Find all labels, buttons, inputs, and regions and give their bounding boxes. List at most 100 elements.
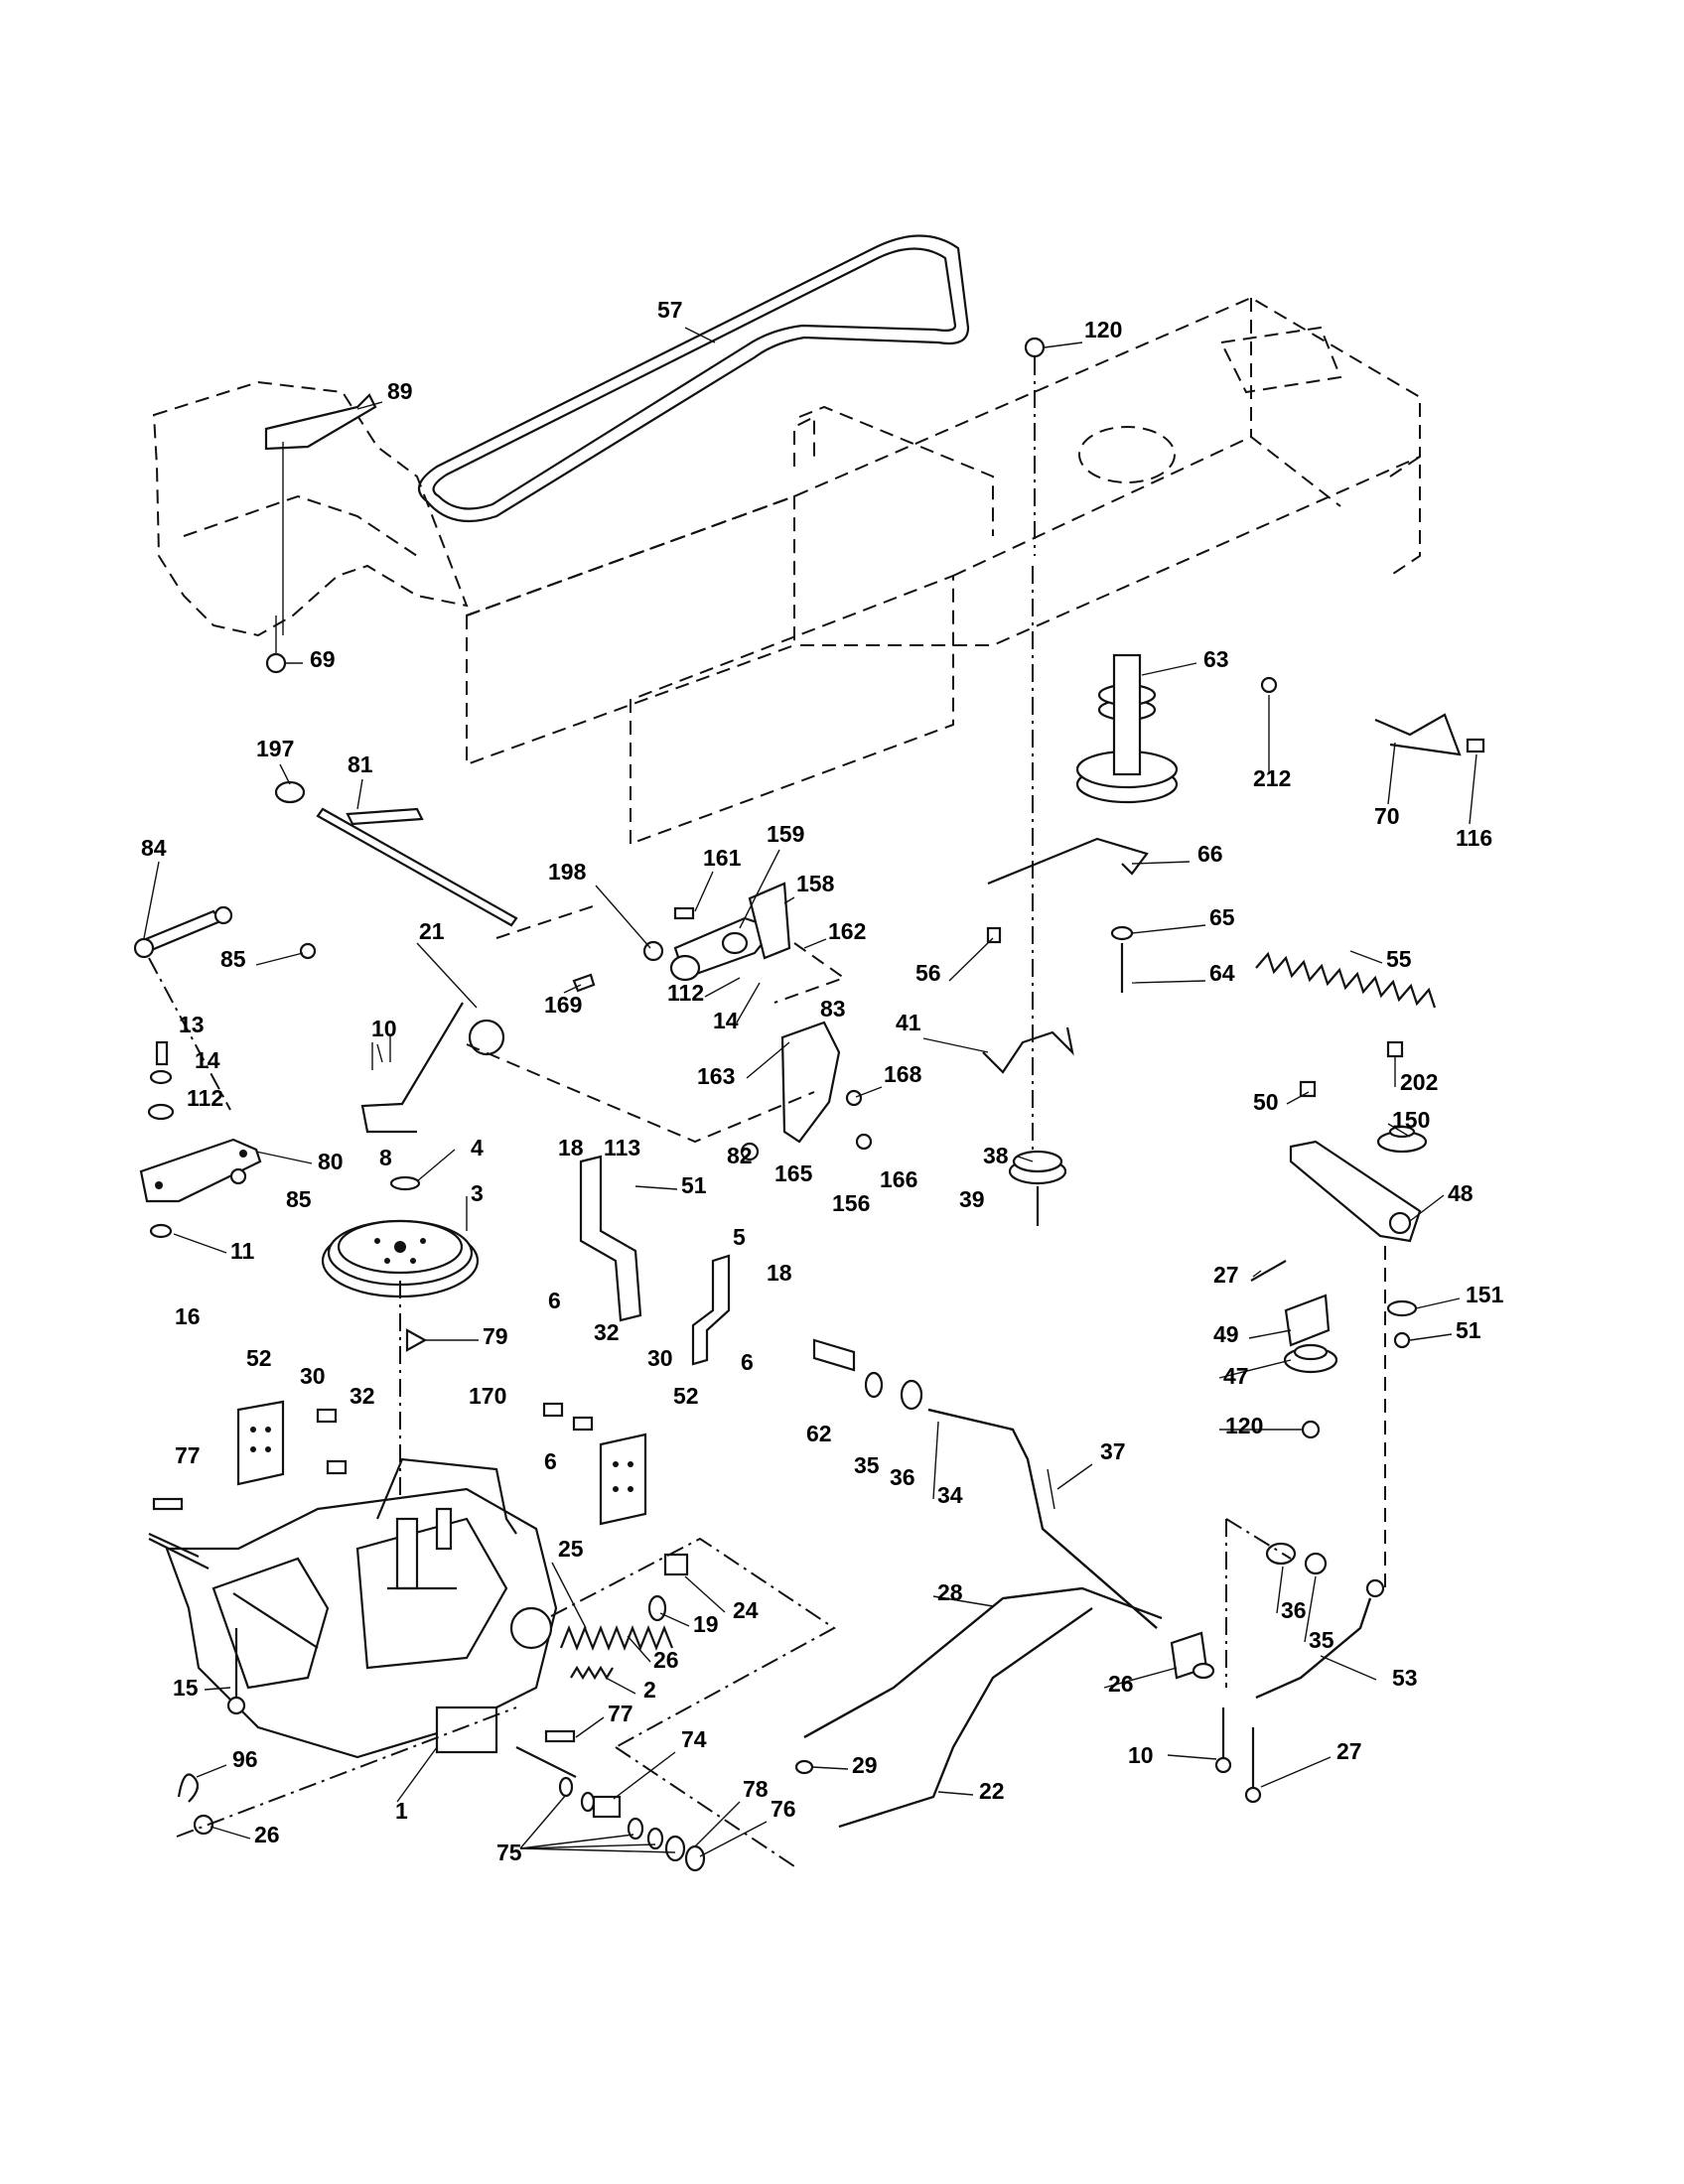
- bracket-41: [982, 1026, 1074, 1074]
- keys-77: [152, 1497, 576, 1743]
- transaxle-pulley: [321, 1175, 480, 1529]
- callout-165: 165: [774, 1160, 813, 1186]
- spring-55: [1255, 951, 1437, 1009]
- callout-89: 89: [387, 378, 413, 404]
- callout-6: 6: [548, 1288, 561, 1313]
- washers-75: [558, 1776, 706, 1872]
- rod-22: [838, 1607, 1093, 1829]
- hairpin-96: [176, 1706, 517, 1838]
- callout-198: 198: [548, 859, 587, 885]
- shift-plate: [264, 393, 377, 635]
- spring-2: [570, 1665, 614, 1681]
- callout-2: 2: [643, 1677, 656, 1703]
- callout-66: 66: [1197, 841, 1223, 867]
- rod-34: [927, 1408, 1158, 1629]
- drive-belt: [417, 234, 970, 523]
- callout-64: 64: [1209, 960, 1235, 986]
- callout-11: 11: [230, 1238, 255, 1264]
- transaxle: [148, 1487, 577, 1778]
- callout-212: 212: [1253, 765, 1291, 791]
- idler-pulley-38: [1008, 1150, 1067, 1226]
- chassis-frame: [152, 296, 1421, 846]
- bracket-49: [1283, 1294, 1338, 1439]
- callout-85: 85: [286, 1186, 312, 1212]
- bracket-48: [1289, 1040, 1428, 1243]
- callout-30: 30: [300, 1363, 326, 1389]
- callout-38: 38: [983, 1143, 1009, 1168]
- callout-26: 26: [254, 1822, 280, 1847]
- callout-1: 1: [395, 1798, 408, 1824]
- callout-35: 35: [854, 1452, 880, 1478]
- callout-202: 202: [1400, 1069, 1438, 1095]
- callout-79: 79: [483, 1323, 508, 1349]
- callout-81: 81: [348, 751, 373, 777]
- callout-120: 120: [1084, 317, 1122, 342]
- bolt-15: [226, 1628, 246, 1715]
- callout-52: 52: [246, 1345, 272, 1371]
- rod-53: [1255, 1578, 1385, 1700]
- callout-41: 41: [896, 1010, 921, 1035]
- callout-3: 3: [471, 1180, 484, 1206]
- bracket-30-right: [599, 1433, 647, 1526]
- callout-75: 75: [496, 1840, 522, 1865]
- callout-112: 112: [187, 1085, 223, 1111]
- engine-pulley: [1032, 566, 1179, 1171]
- callout-51: 51: [681, 1172, 707, 1198]
- callout-47: 47: [1223, 1363, 1249, 1389]
- callout-78: 78: [743, 1776, 769, 1802]
- callout-151: 151: [1466, 1282, 1504, 1307]
- spring-25: [559, 1553, 689, 1651]
- callout-57: 57: [657, 297, 683, 323]
- callout-26: 26: [653, 1647, 679, 1673]
- callout-52: 52: [673, 1383, 699, 1409]
- callout-19: 19: [693, 1611, 719, 1637]
- callout-112: 112: [667, 980, 704, 1006]
- callout-18: 18: [767, 1260, 792, 1286]
- callout-14: 14: [195, 1047, 220, 1073]
- callout-4: 4: [471, 1135, 484, 1160]
- callout-32: 32: [594, 1319, 620, 1345]
- callout-82: 82: [727, 1143, 753, 1168]
- callout-69: 69: [310, 646, 336, 672]
- callout-6: 6: [544, 1448, 557, 1474]
- callout-159: 159: [767, 821, 804, 847]
- bracket-113: [579, 1155, 642, 1322]
- center-dashed: [466, 904, 847, 1144]
- bracket-5: [691, 1254, 731, 1366]
- callout-80: 80: [318, 1149, 344, 1174]
- rod-28: [794, 1586, 1163, 1775]
- callout-22: 22: [979, 1778, 1005, 1804]
- callout-55: 55: [1386, 946, 1412, 972]
- washers-151: [1384, 1246, 1418, 1588]
- callout-166: 166: [880, 1166, 917, 1192]
- callout-120: 120: [1225, 1413, 1263, 1438]
- bolts-32: [316, 1402, 594, 1475]
- callout-170: 170: [469, 1383, 506, 1409]
- brake-arm: [133, 905, 233, 1111]
- callout-51: 51: [1456, 1317, 1481, 1343]
- callout-10: 10: [371, 1016, 397, 1041]
- callout-13: 13: [179, 1012, 205, 1037]
- callout-8: 8: [379, 1145, 392, 1170]
- callout-39: 39: [959, 1186, 985, 1212]
- shift-lever: [360, 1002, 505, 1134]
- nut-120-top: [1024, 337, 1046, 556]
- link-169: [572, 973, 596, 993]
- callout-84: 84: [141, 835, 167, 861]
- bushing-62: [812, 1338, 923, 1411]
- bracket-70: [1260, 676, 1485, 756]
- callout-10: 10: [1128, 1742, 1154, 1768]
- callout-197: 197: [256, 736, 294, 761]
- callout-18: 18: [558, 1135, 584, 1160]
- callout-74: 74: [681, 1726, 707, 1752]
- callout-49: 49: [1213, 1321, 1239, 1347]
- callout-24: 24: [733, 1597, 759, 1623]
- callout-113: 113: [604, 1135, 640, 1160]
- callout-37: 37: [1100, 1438, 1126, 1464]
- callout-48: 48: [1448, 1180, 1474, 1206]
- callout-161: 161: [703, 845, 742, 871]
- callout-162: 162: [828, 918, 866, 944]
- bolt-69: [265, 615, 287, 674]
- callout-156: 156: [832, 1190, 870, 1216]
- callout-76: 76: [771, 1796, 796, 1822]
